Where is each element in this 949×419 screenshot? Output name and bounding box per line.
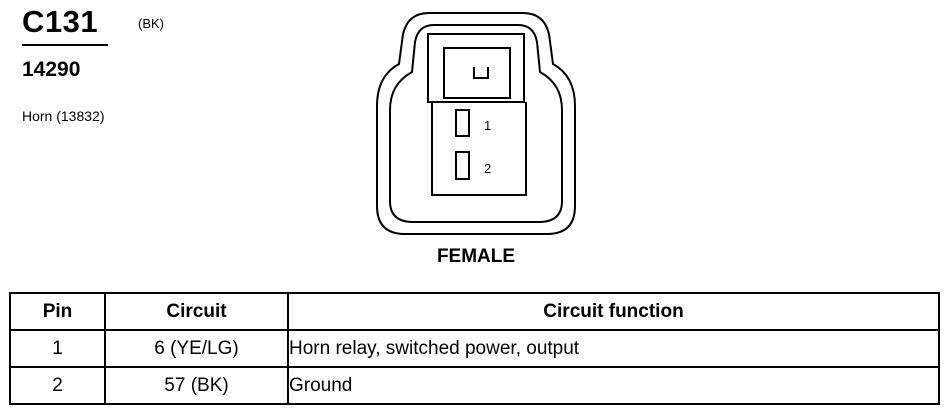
component-name: Horn (13832): [22, 108, 105, 124]
connector-face-diagram: 1 2: [376, 12, 576, 235]
header-pin: Pin: [9, 292, 106, 331]
locking-tab-inner: [443, 47, 511, 99]
circuit-function-cell: Ground: [287, 366, 940, 405]
connector-gender-label: FEMALE: [436, 246, 516, 267]
connector-inner-housing: [389, 24, 563, 223]
header-circuit: Circuit: [104, 292, 289, 331]
pin-2-terminal: [455, 151, 470, 180]
connector-id-underline: [22, 44, 108, 46]
pin-cell: 2: [9, 366, 106, 405]
pin-1-label: 1: [484, 118, 491, 133]
connector-outer-housing: [376, 12, 576, 235]
latch-notch: [473, 67, 489, 79]
circuit-cell: 57 (BK): [104, 366, 289, 405]
circuit-cell: 6 (YE/LG): [104, 329, 289, 368]
table-header-row: Pin Circuit Circuit function: [9, 292, 940, 331]
terminal-cavity-block: [431, 102, 527, 196]
pin-cell: 1: [9, 329, 106, 368]
locking-tab: [427, 33, 525, 103]
pinout-table: Pin Circuit Circuit function 1 6 (YE/LG)…: [9, 292, 940, 405]
header-circuit-function: Circuit function: [287, 292, 940, 331]
pin-1-terminal: [455, 109, 470, 137]
table-row: 2 57 (BK) Ground: [9, 366, 940, 405]
pin-2-label: 2: [484, 161, 491, 176]
connector-color-code: (BK): [138, 16, 164, 31]
circuit-function-cell: Horn relay, switched power, output: [287, 329, 940, 368]
part-number: 14290: [22, 58, 81, 81]
connector-id: C131: [22, 4, 99, 39]
table-row: 1 6 (YE/LG) Horn relay, switched power, …: [9, 329, 940, 368]
